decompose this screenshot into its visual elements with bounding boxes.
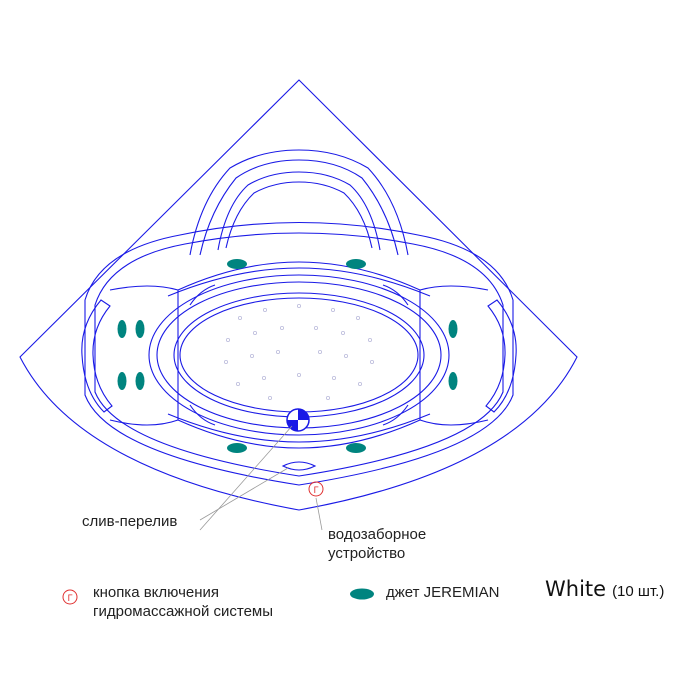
jet-left-2 [135,320,145,338]
jet-top-right [346,259,366,269]
headrest [189,149,409,256]
jet-bottom-left [227,443,247,453]
legend-jet-icon [350,588,374,600]
legend-button-icon: Г [62,589,78,605]
legend-button-line2: гидромассажной системы [93,603,274,620]
intake-device-icon [286,408,310,432]
jet-right-2 [448,372,458,390]
tub-rim-inner [84,221,514,486]
model-name: White [545,577,607,601]
legend-button-label: кнопка включения гидромассажной системы [93,583,273,621]
leader-drain-2 [199,425,293,531]
jet-bottom-right [346,443,366,453]
svg-text:Г: Г [68,593,73,603]
armrest-right [485,299,517,413]
tub-outline [19,79,578,511]
massage-button-icon: Г [308,481,324,497]
leader-drain-1 [199,467,289,521]
intake-label-line1: водозаборное [328,526,427,543]
jet-left-1 [117,320,127,338]
basin-inner [173,292,425,418]
svg-text:Г: Г [314,485,319,495]
jet-left-4 [135,372,145,390]
air-dots [223,303,374,400]
legend-jet-label: джет JEREMIAN [386,584,500,601]
intake-device-label: водозаборное устройство [328,525,426,563]
model-count: (10 шт.) [612,583,665,600]
legend-button-line1: кнопка включения [93,584,220,601]
armrest-left [81,299,113,413]
overflow-fitting [281,461,317,471]
basin-outer [148,274,450,436]
jet-top-left [227,259,247,269]
jet-left-3 [117,372,127,390]
intake-label-line2: устройство [328,545,406,562]
drain-overflow-label: слив-перелив [82,513,178,530]
leader-intake [315,497,323,531]
legend-model: White (10 шт.) [545,577,664,601]
jet-right-1 [448,320,458,338]
